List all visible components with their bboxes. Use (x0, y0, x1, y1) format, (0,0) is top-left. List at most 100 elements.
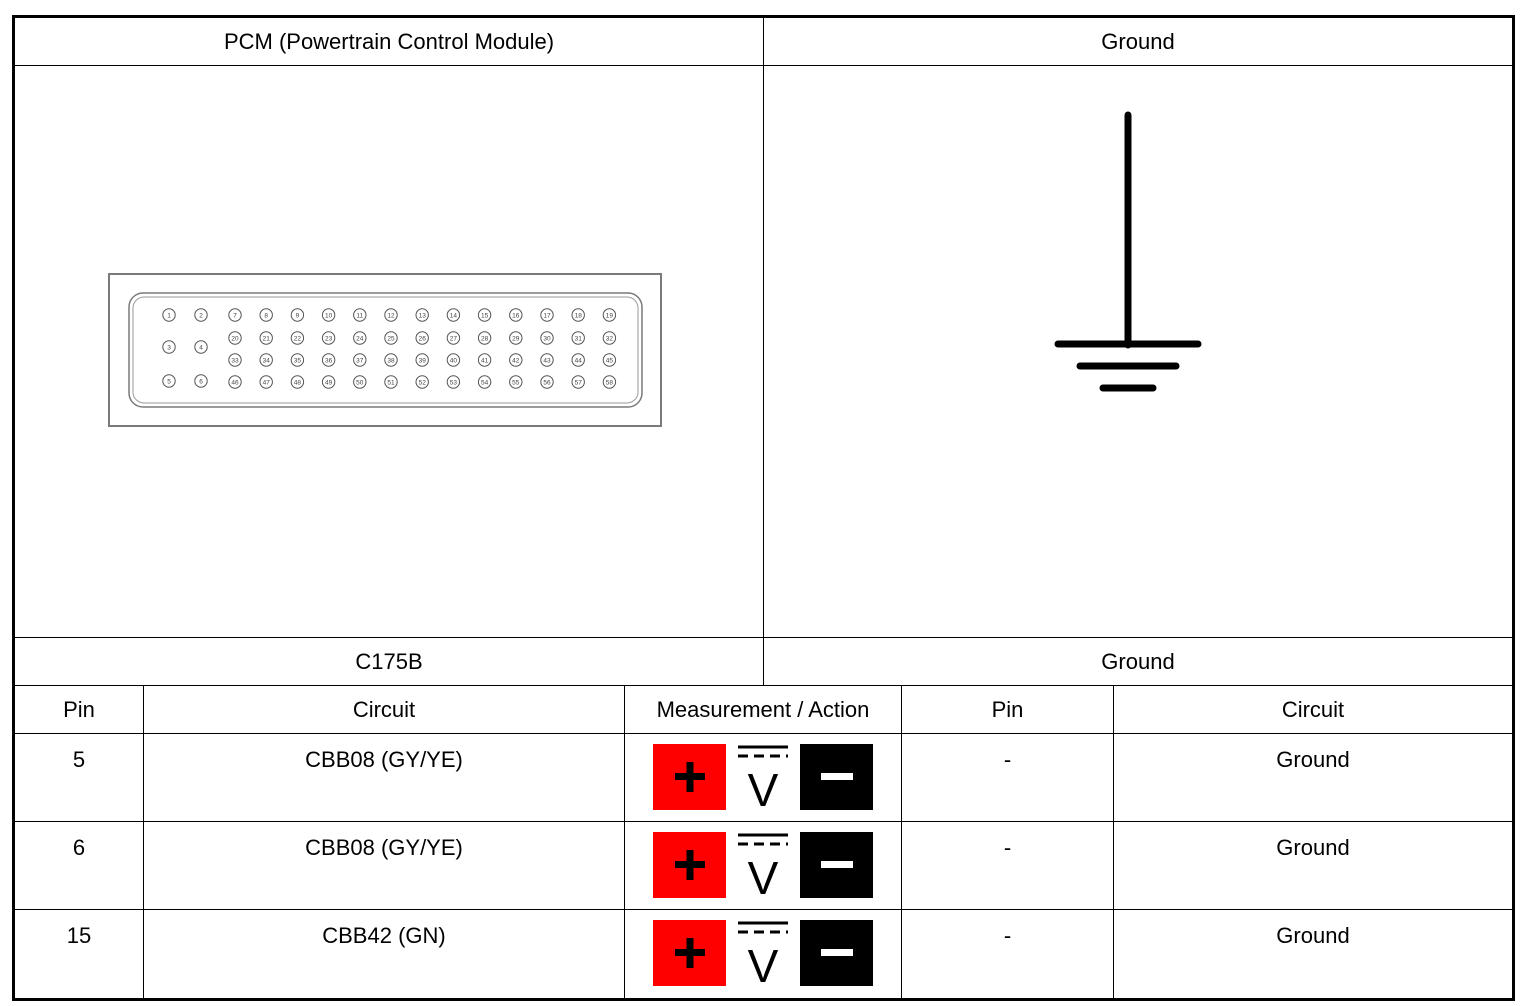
connector-pin-label: 51 (387, 380, 395, 387)
connector-pin: 2 (194, 308, 208, 322)
connector-pin-label: 3 (167, 345, 171, 352)
voltmeter-label: V (748, 852, 779, 900)
connector-pin: 9 (290, 308, 305, 322)
connector-pin-label: 4 (199, 345, 203, 352)
connector-pin-label: 41 (481, 358, 489, 365)
connector-name: C175B (355, 648, 423, 674)
module-title: PCM (Powertrain Control Module) (223, 28, 555, 54)
negative-probe-icon (800, 920, 873, 986)
connector-pin-label: 45 (606, 358, 614, 365)
connector-pin: 37 (353, 353, 367, 367)
connector-pin: 48 (290, 375, 305, 389)
connector-pin: 7 (228, 308, 242, 322)
connector-pin: 34 (259, 353, 273, 367)
divider (143, 685, 144, 998)
connector-housing-inner (132, 296, 639, 404)
connector-pin-label: 31 (575, 336, 583, 343)
row-3-pin-ground: - (1003, 923, 1012, 948)
connector-pin: 13 (415, 308, 429, 322)
row-3-circuit-ground: Ground (1276, 923, 1350, 948)
dc-voltmeter-icon: V (738, 745, 788, 816)
connector-pin: 40 (446, 353, 461, 367)
positive-probe-icon (653, 744, 726, 810)
connector-pin-label: 57 (575, 380, 583, 387)
connector-pin: 33 (228, 353, 242, 367)
connector-pin: 6 (194, 374, 208, 388)
connector-pin-label: 53 (450, 380, 458, 387)
connector-pin: 52 (415, 375, 429, 389)
connector-pin: 32 (602, 331, 617, 345)
connector-pin: 8 (259, 308, 273, 322)
connector-pin-label: 27 (450, 336, 458, 343)
connector-pin: 26 (415, 331, 429, 345)
connector-pin-label: 2 (199, 313, 203, 320)
connector-pin: 51 (384, 375, 398, 389)
row-1-circuit: CBB08 (GY/YE) (305, 747, 463, 772)
connector-pin-label: 33 (231, 358, 239, 365)
connector-pin: 23 (321, 331, 336, 345)
header-circuit-ground: Circuit (1281, 696, 1345, 722)
row-1-pin: 5 (72, 747, 86, 772)
row-1-circuit-ground: Ground (1276, 747, 1350, 772)
divider (1113, 685, 1114, 998)
connector-pin: 21 (259, 331, 273, 345)
connector-pin-label: 19 (606, 313, 614, 320)
connector-pin: 30 (540, 331, 554, 345)
divider (624, 685, 625, 998)
measurement-icons-row-2: V (651, 830, 875, 905)
divider (15, 733, 1512, 734)
connector-pin-label: 43 (543, 358, 551, 365)
connector-pin-label: 24 (356, 336, 364, 343)
row-2-pin: 6 (72, 835, 86, 860)
connector-pin: 10 (321, 308, 336, 322)
connector-pin: 18 (571, 308, 585, 322)
connector-pin: 25 (384, 331, 398, 345)
voltmeter-label: V (748, 940, 779, 988)
connector-pin: 1 (162, 308, 176, 322)
connector-pin: 31 (571, 331, 585, 345)
connector-pin-label: 39 (419, 358, 427, 365)
connector-pin: 35 (290, 353, 305, 367)
connector-pin-label: 8 (264, 313, 268, 320)
connector-pin: 3 (162, 340, 176, 354)
connector-pin: 27 (446, 331, 461, 345)
negative-probe-icon (800, 832, 873, 898)
connector-pin: 4 (194, 340, 208, 354)
connector-pin-label: 44 (575, 358, 583, 365)
ground-name: Ground (1101, 648, 1175, 674)
connector-pin-label: 49 (325, 380, 333, 387)
connector-pin-label: 5 (167, 379, 171, 386)
row-1-pin-ground: - (1003, 747, 1012, 772)
connector-pin-label: 7 (233, 313, 237, 320)
connector-pin-label: 46 (231, 380, 239, 387)
connector-pin: 54 (477, 375, 492, 389)
connector-pin: 22 (290, 331, 305, 345)
connector-pin: 43 (540, 353, 554, 367)
divider (15, 909, 1512, 910)
row-3-pin: 15 (66, 923, 92, 948)
connector-pin-label: 18 (575, 313, 583, 320)
connector-pin: 46 (228, 375, 242, 389)
connector-pin: 53 (446, 375, 461, 389)
connector-pin-label: 10 (325, 313, 333, 320)
connector-pin: 11 (353, 308, 367, 322)
connector-pin-label: 17 (543, 313, 551, 320)
connector-pin-label: 13 (419, 313, 427, 320)
connector-pin-label: 25 (387, 336, 395, 343)
header-pin: Pin (63, 696, 95, 722)
connector-pin-label: 28 (481, 336, 489, 343)
connector-pin: 19 (602, 308, 617, 322)
connector-pin-label: 54 (481, 380, 489, 387)
ground-title: Ground (1101, 28, 1175, 54)
connector-pin: 16 (509, 308, 523, 322)
connector-pin: 17 (540, 308, 554, 322)
positive-probe-icon (653, 920, 726, 986)
connector-pin: 20 (228, 331, 242, 345)
connector-pin-label: 52 (419, 380, 427, 387)
connector-pin-label: 9 (296, 313, 300, 320)
voltmeter-label: V (748, 764, 779, 812)
measurement-icons-row-1: V (651, 742, 875, 817)
divider (15, 821, 1512, 822)
connector-pin: 42 (509, 353, 523, 367)
